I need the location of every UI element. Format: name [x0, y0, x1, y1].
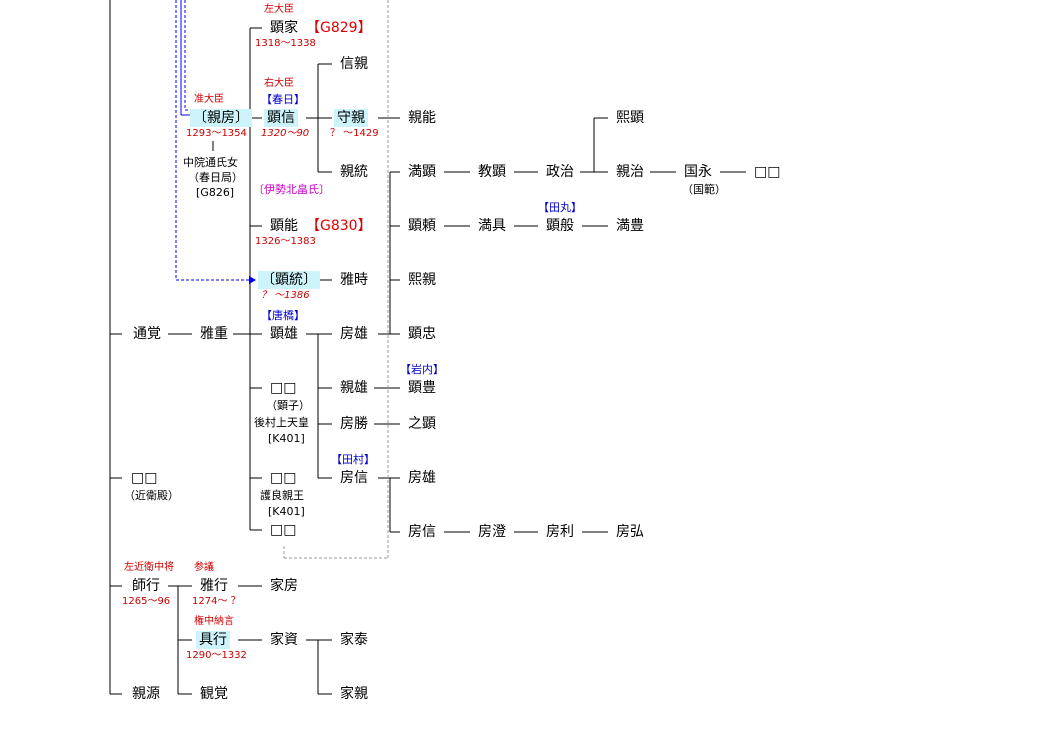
house-kasuga: 【春日】: [261, 93, 305, 106]
person-ieyasu: 家泰: [340, 632, 368, 648]
date-masayuki: 1274〜 ？: [192, 596, 241, 607]
person-unknown-akiko: □□: [270, 380, 297, 396]
note-chikafusa-wife-2: （春日局）: [188, 171, 243, 184]
person-chikamune: 親統: [340, 164, 368, 180]
person-masayuki: 雅行: [200, 578, 228, 594]
person-fusanobu2: 房信: [408, 524, 436, 540]
person-kankaku: 観覚: [200, 686, 228, 702]
adoption-lines: [175, 0, 250, 281]
note-akiko-2: 後村上天皇: [254, 416, 309, 429]
date-akimune: ？ 〜1386: [261, 290, 310, 301]
person-unknown-morinaga: □□: [270, 470, 297, 486]
person-masatoki: 雅時: [340, 272, 368, 288]
note-chikafusa-wife-3: [G826]: [196, 186, 235, 199]
title-jundaijin: 准大臣: [194, 94, 224, 105]
person-morichika: 守親: [334, 109, 368, 127]
person-mitsuaki: 満顕: [408, 164, 436, 180]
person-nobuchika: 信親: [340, 56, 368, 72]
person-mitsutoyo: 満豊: [616, 218, 644, 234]
date-morichika: ？ 〜1429: [330, 128, 379, 139]
title-udaijin: 右大臣: [264, 78, 294, 89]
note-chikafusa-wife-1: 中院通氏女: [183, 156, 238, 169]
person-chikafusa: 〔親房〕: [190, 109, 252, 127]
person-masaharu: 政治: [546, 164, 574, 180]
date-akiyoshi: 1326〜1383: [255, 236, 316, 247]
person-akiyoshi: 顕能: [270, 218, 298, 234]
person-akio: 顕雄: [270, 326, 298, 342]
house-karahashi: 【唐橋】: [261, 309, 305, 322]
branch-bracket: [283, 0, 389, 559]
person-kuninaga: 国永: [684, 164, 712, 180]
house-ise-kitabatake: 〔伊勢北畠氏〕: [253, 183, 330, 196]
person-tomoyuki: 具行: [196, 631, 230, 649]
house-iwauchi: 【岩内】: [400, 363, 444, 376]
person-unknown-kuninaga: □□: [754, 164, 781, 180]
person-fusakatsu: 房勝: [340, 416, 368, 432]
title-sadaijin: 左大臣: [264, 4, 294, 15]
person-mitsutomo: 満具: [478, 218, 506, 234]
person-fusanobu: 房信: [340, 470, 368, 486]
house-tamaru: 【田丸】: [538, 201, 582, 214]
house-tamura: 【田村】: [331, 453, 375, 466]
person-fusatoshi: 房利: [546, 524, 574, 540]
code-g830: 【G830】: [306, 218, 372, 234]
person-iesuke: 家資: [270, 632, 298, 648]
date-akiie: 1318〜1338: [255, 38, 316, 49]
person-hiroaki: 熙顕: [616, 110, 644, 126]
person-akimune: 〔顕統〕: [258, 271, 320, 289]
person-fusao: 房雄: [340, 326, 368, 342]
title-gonchunagon: 権中納言: [194, 616, 234, 627]
note-akiko-3: [K401]: [268, 432, 305, 445]
code-g829: 【G829】: [306, 20, 372, 36]
person-chikao: 親雄: [340, 380, 368, 396]
person-akiyori: 顕頼: [408, 218, 436, 234]
person-chikaharu: 親治: [616, 164, 644, 180]
person-masashige: 雅重: [200, 326, 228, 342]
person-chikayoshi: 親能: [408, 110, 436, 126]
person-akitoyo: 顕豊: [408, 380, 436, 396]
date-tomoyuki: 1290〜1332: [186, 650, 247, 661]
note-akiko-1: （顕子）: [266, 399, 310, 412]
person-fusao2: 房雄: [408, 470, 436, 486]
person-fusahiro: 房弘: [616, 524, 644, 540]
person-tsugaku: 通覚: [133, 326, 161, 342]
person-akinobu: 顕信: [264, 109, 298, 127]
person-moroyuki: 師行: [132, 578, 160, 594]
person-hirochika: 熙親: [408, 272, 436, 288]
person-unknown-konoe: □□: [131, 470, 158, 486]
title-sakonoe: 左近衛中将: [124, 562, 174, 573]
person-fusasumi: 房澄: [478, 524, 506, 540]
note-morinaga-2: [K401]: [268, 505, 305, 518]
note-konoe: （近衛殿）: [124, 489, 179, 502]
title-sangi: 参議: [194, 562, 214, 573]
person-iechika: 家親: [340, 686, 368, 702]
person-akiie: 顕家: [270, 20, 298, 36]
person-akitada: 顕忠: [408, 326, 436, 342]
person-akimasa: 顕般: [546, 218, 574, 234]
person-chikamoto: 親源: [132, 686, 160, 702]
person-yukiaki: 之顕: [408, 416, 436, 432]
person-unknown-last: □□: [270, 522, 297, 538]
note-morinaga-1: 護良親王: [260, 489, 304, 502]
person-iefusa: 家房: [270, 578, 298, 594]
note-kuninaga-alias: （国範）: [682, 183, 726, 196]
date-moroyuki: 1265〜96: [122, 596, 171, 607]
person-noriaki: 教顕: [478, 164, 506, 180]
date-akinobu: 1320〜90: [261, 128, 310, 139]
date-chikafusa: 1293〜1354: [186, 128, 247, 139]
